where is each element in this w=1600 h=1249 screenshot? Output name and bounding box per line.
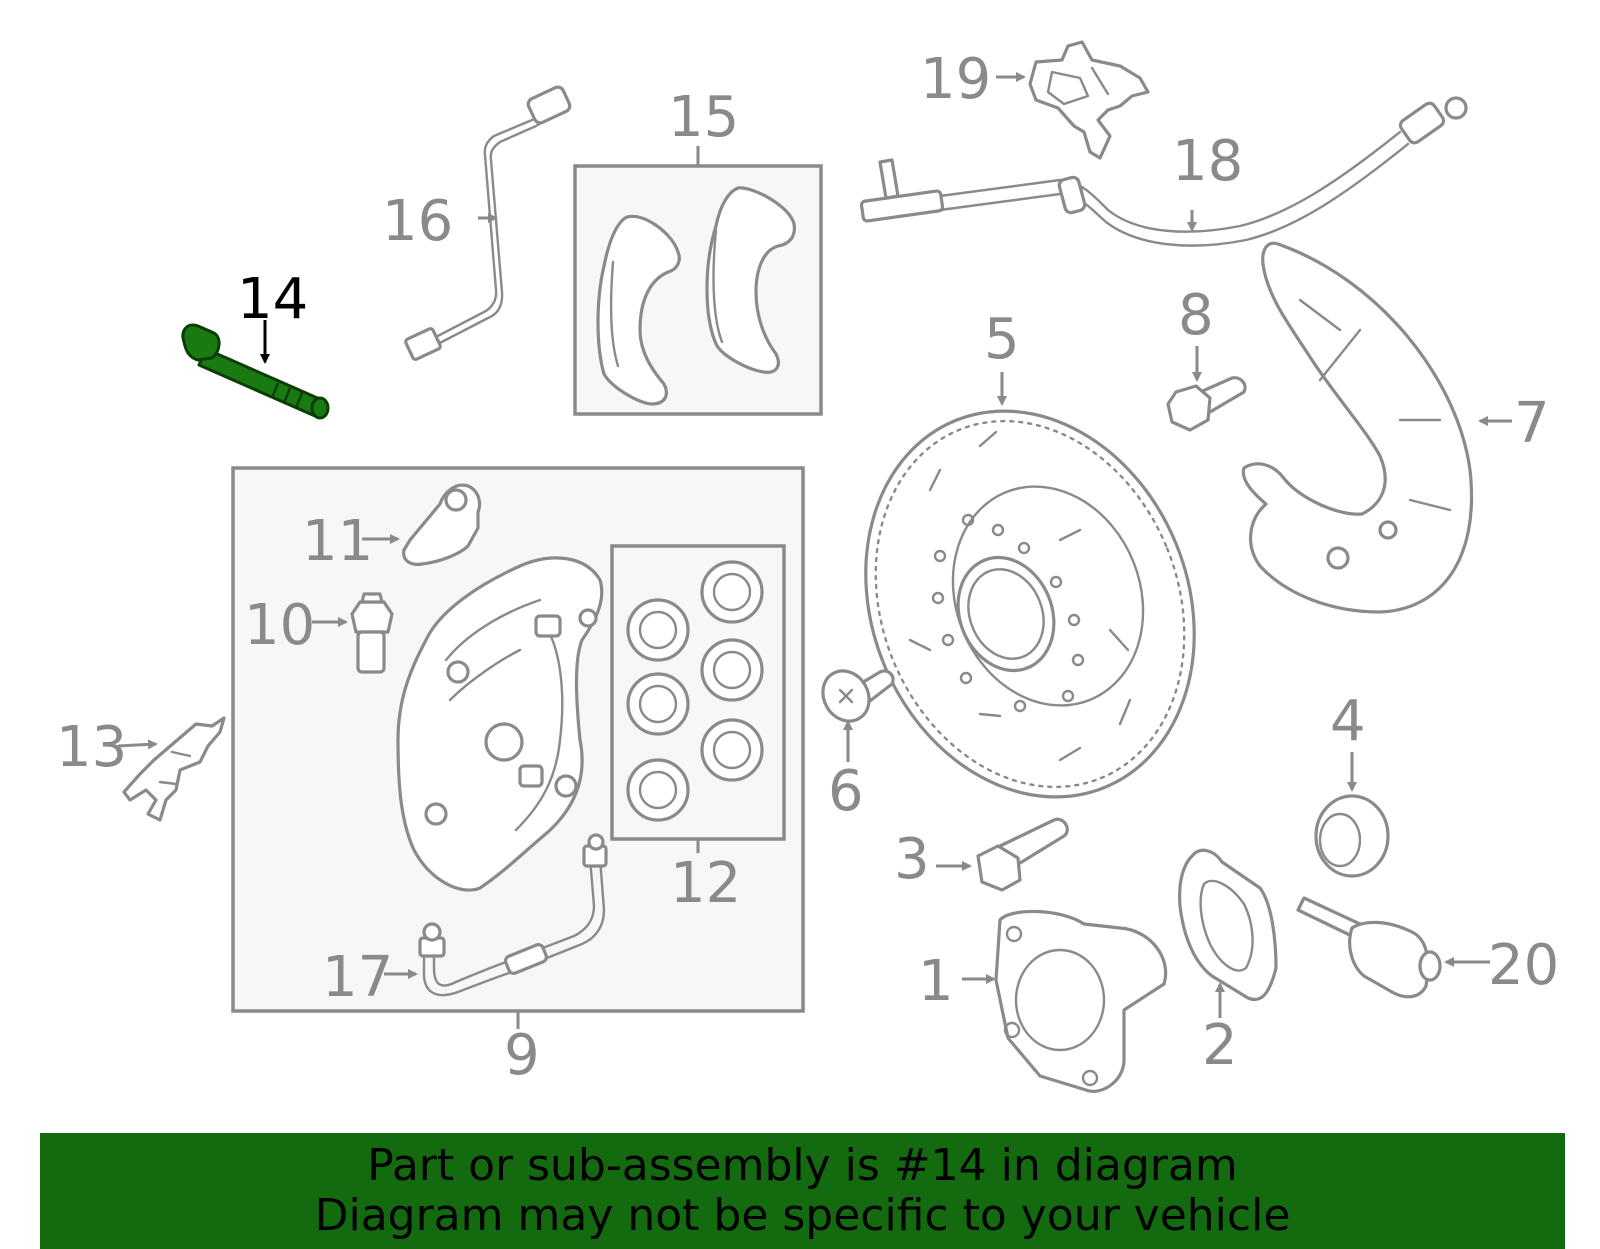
callout-6: 6 (828, 759, 864, 824)
callout-14: 14 (237, 267, 308, 332)
callout-3: 3 (894, 827, 930, 892)
bleeder-valve-part-10[interactable] (350, 592, 394, 674)
wheel-hub-part-1[interactable] (994, 909, 1168, 1093)
callout-11: 11 (302, 509, 373, 574)
banner-line-1: Part or sub-assembly is #14 in diagram (367, 1140, 1238, 1191)
speed-sensor-part-20[interactable] (1296, 896, 1442, 999)
callout-12: 12 (670, 851, 741, 916)
callout-20: 20 (1488, 933, 1559, 998)
dust-shield-part-7[interactable] (1241, 241, 1474, 614)
bearing-part-4[interactable] (1314, 794, 1390, 878)
gasket-part-2[interactable] (1178, 848, 1278, 1002)
screw-part-6[interactable] (814, 662, 895, 729)
brake-caliper-part-9[interactable] (396, 556, 604, 892)
callout-7: 7 (1514, 391, 1550, 456)
bolt-part-3[interactable] (976, 817, 1069, 892)
callout-17: 17 (322, 945, 393, 1010)
bracket-part-11[interactable] (402, 483, 482, 566)
info-banner: Part or sub-assembly is #14 in diagram D… (40, 1133, 1565, 1249)
callout-5: 5 (984, 307, 1020, 372)
callout-8: 8 (1178, 283, 1214, 348)
callout-13: 13 (56, 715, 127, 780)
clip-part-13[interactable] (122, 716, 226, 822)
callout-15: 15 (668, 85, 739, 150)
callout-19: 19 (920, 47, 991, 112)
callout-4: 4 (1330, 689, 1366, 754)
callout-2: 2 (1202, 1013, 1238, 1078)
brake-rotor-part-5[interactable] (809, 361, 1250, 847)
brake-line-part-17[interactable] (418, 833, 608, 997)
bolt-part-14[interactable] (181, 323, 330, 420)
brake-pads-part-15[interactable] (596, 186, 796, 406)
callout-18: 18 (1172, 129, 1243, 194)
wear-sensor-part-16[interactable] (404, 85, 572, 361)
callout-1: 1 (918, 949, 954, 1014)
bracket-part-19[interactable] (1028, 40, 1150, 160)
callout-16: 16 (382, 189, 453, 254)
callout-9: 9 (504, 1023, 540, 1088)
bolt-part-8[interactable] (1166, 376, 1247, 432)
callout-10: 10 (244, 593, 315, 658)
brake-hose-part-18[interactable] (859, 96, 1468, 247)
seal-kit-part-12[interactable] (626, 560, 764, 822)
banner-line-2: Diagram may not be specific to your vehi… (314, 1190, 1291, 1241)
